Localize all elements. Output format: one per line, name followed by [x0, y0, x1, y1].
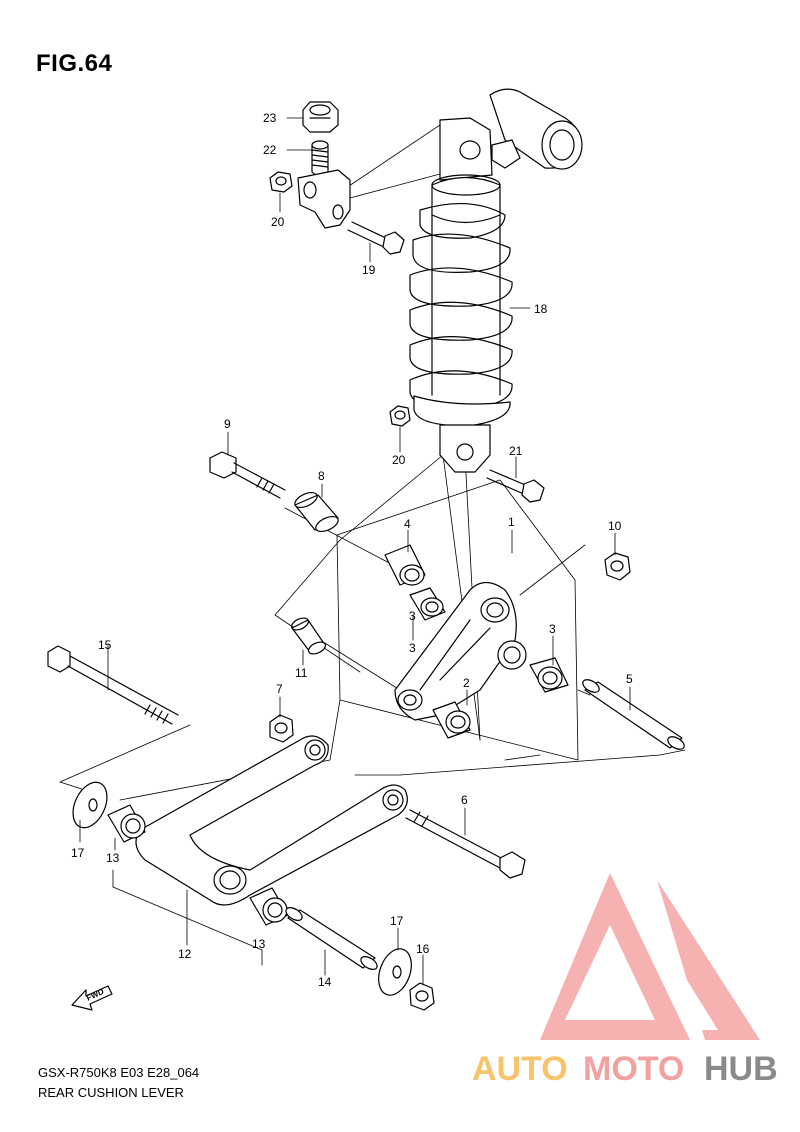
part-17-washer-left [72, 781, 108, 829]
watermark-logo [540, 873, 760, 1040]
part-5-sleeve [582, 679, 685, 750]
part-19-bolt [347, 221, 405, 255]
watermark-part2: MOTO [583, 1050, 684, 1088]
part-label: 20 [271, 215, 285, 229]
part-11-collar [290, 617, 327, 655]
part-14-sleeve [285, 907, 378, 970]
part-3-bearing-upper [409, 587, 446, 621]
part-12-cushion-rod [135, 735, 408, 906]
part-label: 7 [276, 682, 283, 696]
part-1-cushion-lever [394, 581, 527, 721]
guide-lines [59, 124, 686, 801]
part-label: 3 [409, 641, 416, 655]
part-label: 13 [252, 937, 266, 951]
part-label: 12 [178, 947, 192, 961]
part-13-bearing-lower [249, 887, 289, 926]
part-label: 8 [318, 469, 325, 483]
part-18-shock-absorber [409, 88, 583, 473]
part-16-nut [409, 982, 435, 1011]
part-label: 18 [534, 302, 548, 316]
part-8-collar [294, 491, 339, 533]
part-9-bolt [209, 451, 286, 499]
part-label: 20 [392, 453, 406, 467]
part-label: 15 [98, 638, 112, 652]
part-6-bolt [405, 809, 526, 879]
part-7-nut [269, 714, 294, 743]
watermark-text: AUTO MOTO HUB [472, 1050, 778, 1088]
part-23-nut [302, 101, 339, 133]
part-label: 4 [404, 517, 411, 531]
label-bracket-lines [112, 869, 263, 966]
part-label: 6 [461, 793, 468, 807]
part-label: 22 [263, 143, 277, 157]
watermark-part3: HUB [704, 1050, 778, 1088]
model-code: GSX-R750K8 E03 E28_064 [38, 1065, 200, 1080]
part-4-bearing [384, 544, 426, 586]
part-label: 1 [508, 515, 515, 529]
part-label: 14 [318, 975, 332, 989]
fwd-arrow: FWD [71, 985, 113, 1011]
part-label: 3 [409, 609, 416, 623]
part-label: 17 [390, 914, 404, 928]
part-label: 5 [626, 672, 633, 686]
part-3-bearing-right [529, 657, 569, 693]
part-label: 16 [416, 942, 430, 956]
part-labels: 23 22 20 19 18 20 21 9 8 1 10 4 3 3 15 5… [71, 111, 633, 989]
part-22-bracket [297, 140, 351, 229]
part-label: 17 [71, 846, 85, 860]
part-2-bearing [432, 701, 471, 739]
part-21-bolt [486, 469, 545, 503]
watermark-part1: AUTO [472, 1050, 568, 1088]
part-13-bearing-left [107, 804, 146, 843]
part-label: 13 [106, 851, 120, 865]
part-label: 21 [509, 444, 523, 458]
part-label: 10 [608, 519, 622, 533]
part-10-nut [604, 552, 631, 581]
part-label: 2 [463, 676, 470, 690]
leader-lines [79, 117, 631, 986]
part-label: 11 [295, 666, 308, 680]
part-label: 3 [549, 622, 556, 636]
figure-title: FIG.64 [36, 50, 113, 77]
diagram-caption: REAR CUSHION LEVER [38, 1085, 184, 1100]
part-label: 19 [362, 263, 376, 277]
part-label: 23 [263, 111, 277, 125]
part-20-nut-upper [269, 171, 293, 193]
part-label: 9 [224, 417, 231, 431]
part-20-nut-lower [389, 405, 411, 427]
part-17-washer-right [378, 948, 412, 996]
part-15-long-bolt [47, 645, 179, 725]
